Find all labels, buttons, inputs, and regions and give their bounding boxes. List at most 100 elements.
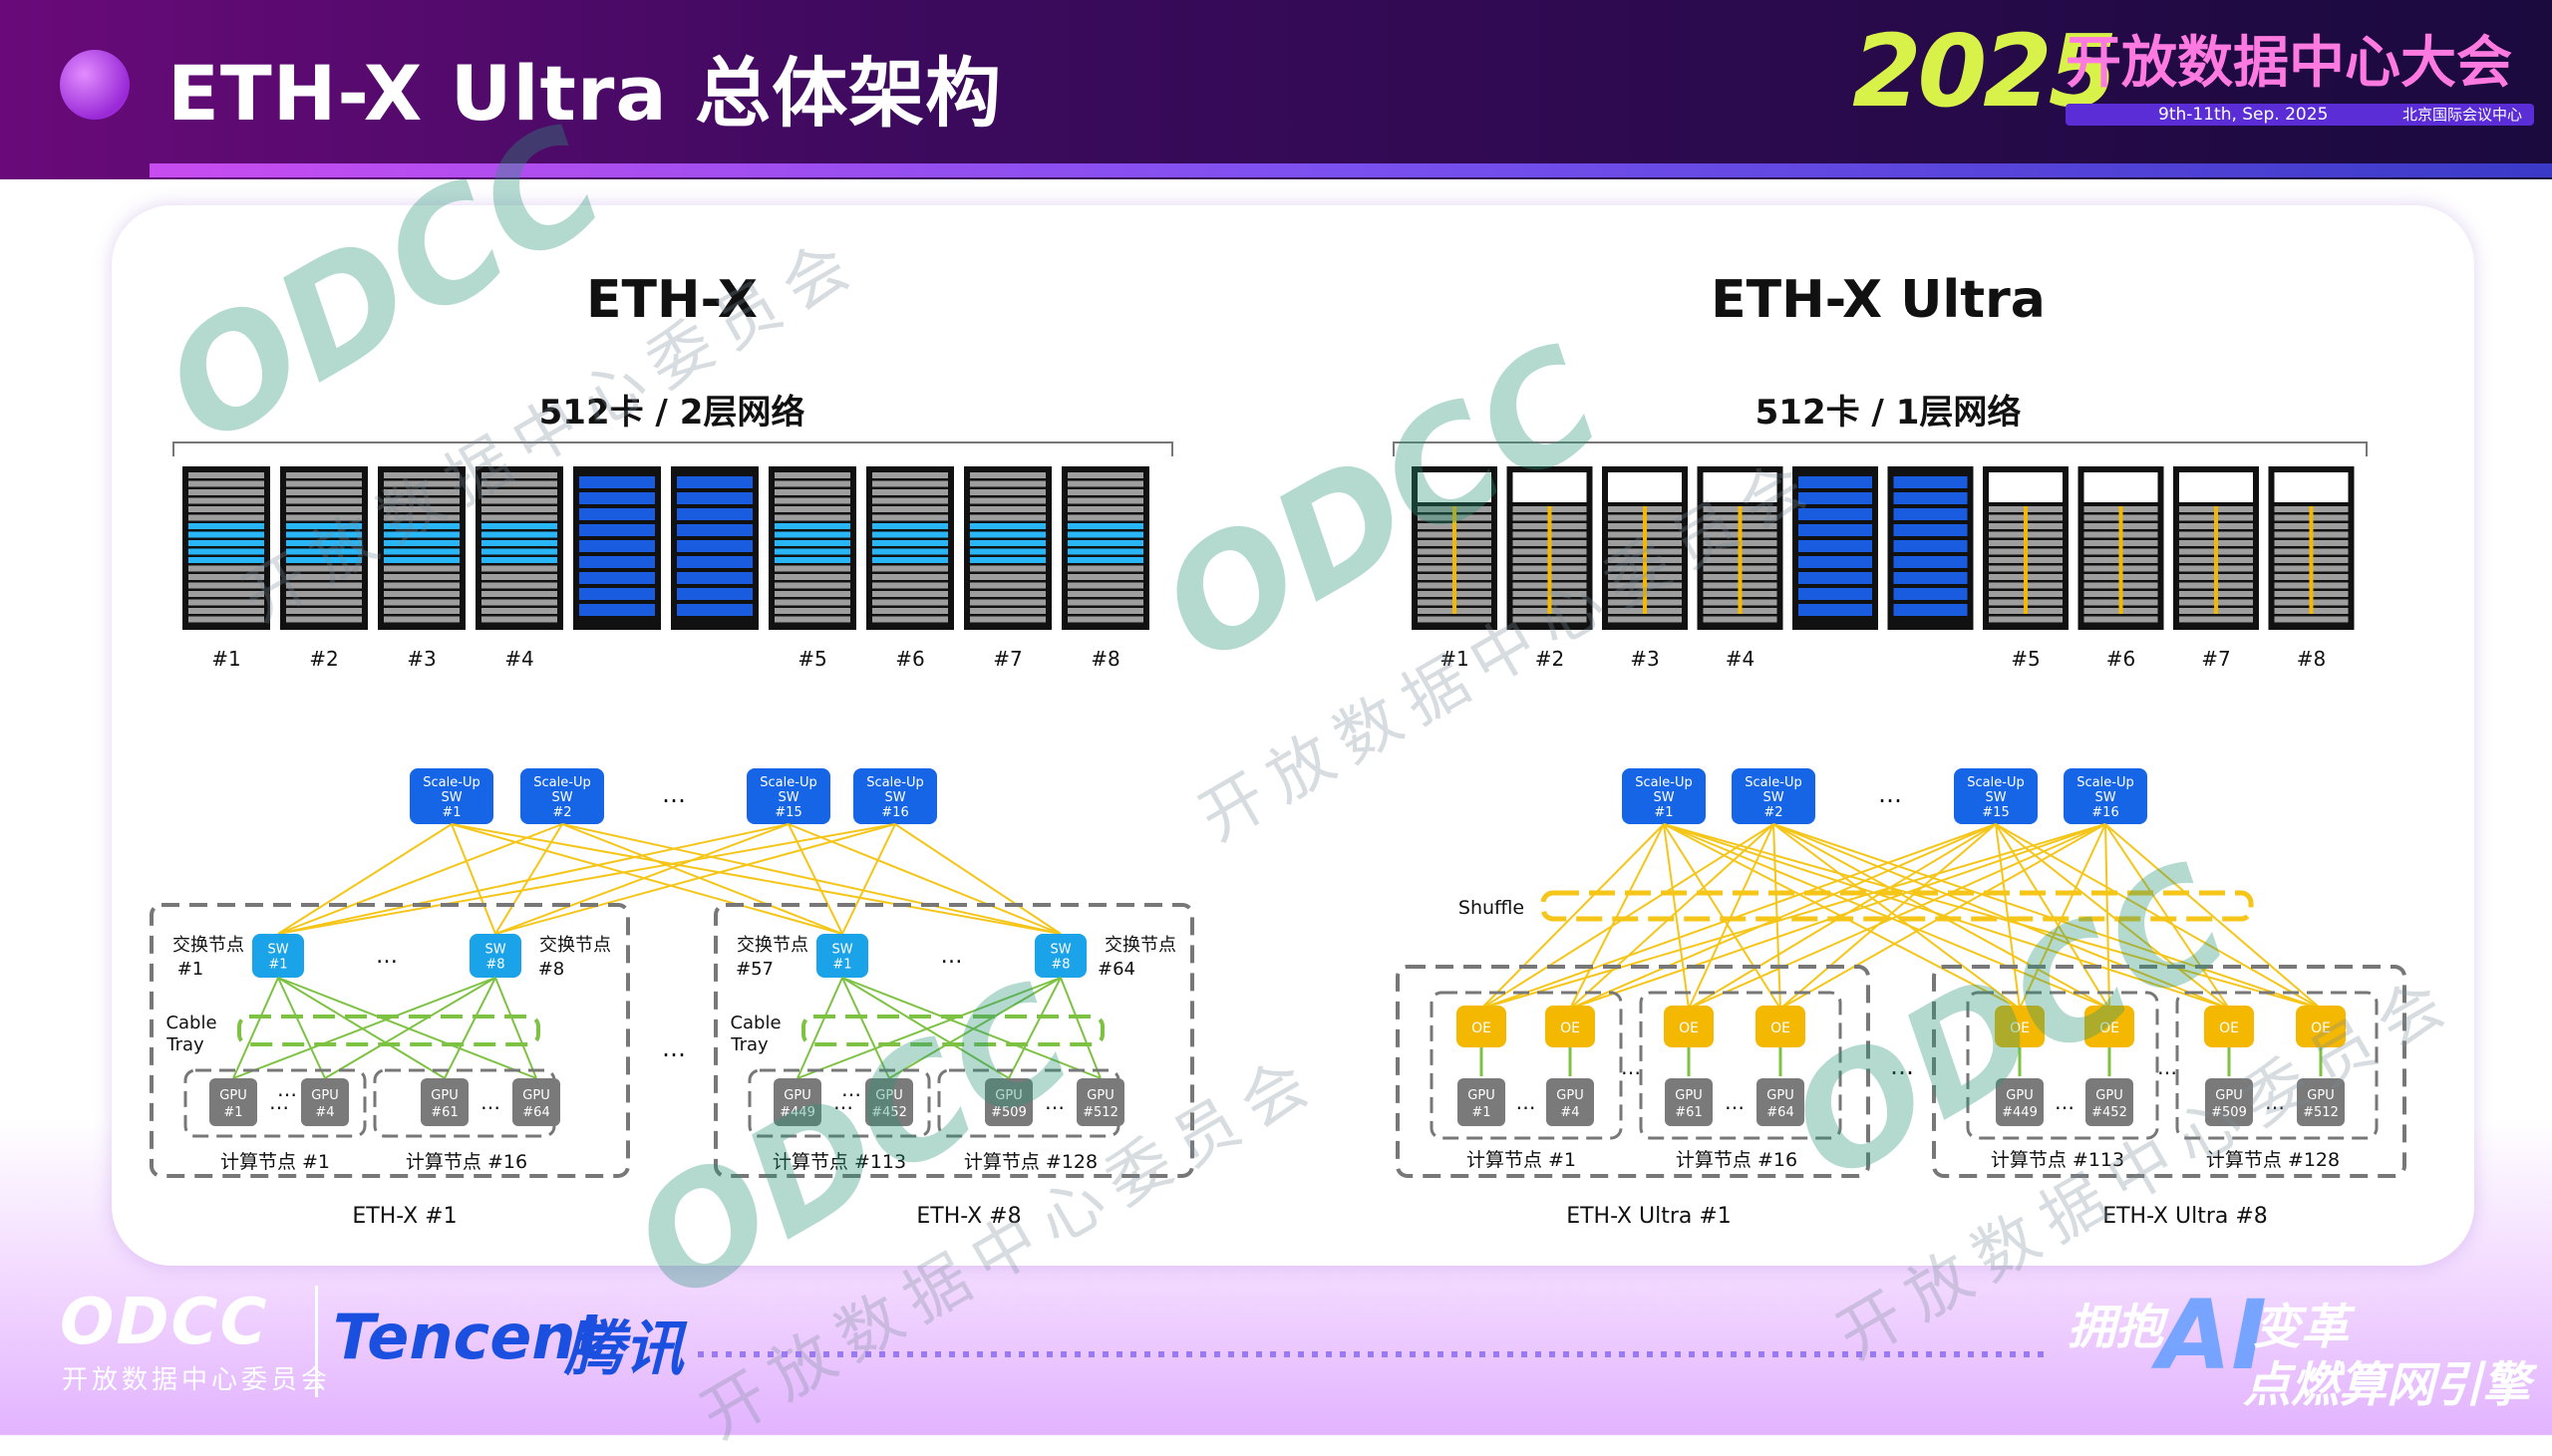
rack-empty-slot (2274, 472, 2349, 502)
rack-gpu-slot (872, 497, 948, 504)
rack-switch-slot (579, 540, 655, 552)
leaf-switch-label: #8 (485, 958, 504, 973)
oe-label: OE (1560, 1020, 1580, 1036)
gpu-label: #64 (522, 1105, 549, 1120)
rack-gpu-slot (970, 548, 1046, 555)
rack-gpu-slot (188, 489, 264, 495)
rack-gpu-slot (286, 591, 362, 597)
network-group-frame (714, 903, 1194, 1178)
rack-gpu-slot (188, 565, 264, 572)
rack-gpu-slot (970, 480, 1046, 487)
oe-label: OE (2219, 1020, 2239, 1036)
conference-info-bar (2066, 104, 2534, 126)
rack-gpu-slot (775, 565, 850, 572)
rack-gpu-slot (384, 489, 460, 495)
rack-switch-slot (1798, 476, 1872, 488)
rack-gpu-slot (872, 531, 948, 538)
leaf-switch (470, 934, 521, 978)
rack-gpu-slot (286, 489, 362, 495)
scaleup-link (1480, 823, 1774, 1010)
rack-switch-slot (1893, 508, 1968, 520)
rack-gpu-slot (775, 608, 850, 614)
leaf-switch-label: #1 (832, 958, 851, 973)
rack-gpu-slot (872, 489, 948, 495)
scaleup-link (1772, 823, 2322, 1010)
gpu-label: GPU (522, 1088, 549, 1103)
rack-optical-link (2024, 506, 2028, 614)
compute-node-frame (1430, 991, 1623, 1140)
tray-link (232, 977, 496, 1079)
rack-gpu-slot (1512, 616, 1587, 623)
left-rack-label: #7 (993, 647, 1022, 671)
scaleup-switch-label: SW (1762, 790, 1783, 805)
tray-link (1060, 977, 1102, 1079)
gpu-label: GPU (995, 1088, 1022, 1103)
rack-switch-slot (1798, 524, 1872, 536)
gpu-label: #512 (2303, 1105, 2339, 1120)
gpu-box (1546, 1078, 1594, 1126)
rack-optical-link (1643, 506, 1647, 614)
rack-switch-slot (1893, 540, 1968, 552)
rack-gpu-slot (970, 472, 1046, 478)
footer-dotted-line (698, 1351, 2044, 1357)
rack-switch-slot (579, 604, 655, 616)
rack-gpu-slot (872, 565, 948, 572)
gpu-label: #449 (780, 1105, 815, 1120)
oe-module (2296, 1006, 2346, 1047)
compute-node-label: 计算节点 #16 (406, 1151, 527, 1173)
ellipsis: … (269, 1090, 289, 1114)
rack-gpu-slot (188, 480, 264, 487)
rack-gpu-slot (1068, 506, 1143, 512)
rack-gpu-slot (775, 591, 850, 597)
ellipsis: … (1878, 780, 1902, 808)
compute-node-frame (748, 1068, 931, 1138)
header-accent-line (150, 163, 2552, 177)
rack-switch-slot (1798, 556, 1872, 568)
rack-optical-link (1452, 506, 1456, 614)
rack-switch-slot (579, 588, 655, 600)
rack-gpu-slot (384, 557, 460, 563)
rack-gpu-slot (1989, 616, 2063, 623)
rack-gpu-slot (286, 514, 362, 521)
gpu-label: GPU (219, 1088, 246, 1103)
rack-gpu-slot (1068, 514, 1143, 521)
rack-gpu-slot (481, 472, 557, 478)
tray-link (1008, 977, 1062, 1079)
rack-gpu-slot (775, 489, 850, 495)
rack-gpu-slot (970, 514, 1046, 521)
oe-label: OE (2311, 1020, 2331, 1036)
switch-node-number: #8 (538, 959, 565, 980)
rack-gpu-slot (481, 523, 557, 529)
group-caption: ETH-X #8 (916, 1204, 1021, 1229)
rack-gpu-slot (872, 616, 948, 623)
rack-optical-link (1738, 506, 1743, 614)
rack-switch-slot (1798, 588, 1872, 600)
rack-switch-slot (579, 524, 655, 536)
rack-gpu-slot (775, 523, 850, 529)
scaleup-link (277, 823, 790, 935)
scaleup-link (277, 823, 563, 935)
rack-gpu-slot (872, 557, 948, 563)
rack-gpu-slot (775, 497, 850, 504)
rack-gpu-slot (1068, 557, 1143, 563)
rack-gpu-slot (970, 616, 1046, 623)
cable-tray-label: Tray (730, 1034, 769, 1055)
rack-gpu-slot (872, 591, 948, 597)
scaleup-link (1688, 823, 1997, 1010)
conference-venue: 北京国际会议中心 (2402, 106, 2523, 124)
ellipsis: … (480, 1090, 500, 1114)
gpu-label: #452 (2091, 1105, 2127, 1120)
tray-link (277, 977, 446, 1079)
gpu-box (1996, 1078, 2044, 1126)
scaleup-link (1663, 823, 1690, 1010)
rack-gpu-slot (872, 480, 948, 487)
rack-gpu-slot (970, 523, 1046, 529)
rack-gpu-slot (188, 574, 264, 580)
leaf-switch-label: SW (1050, 943, 1071, 958)
rack-gpu-slot (2274, 616, 2349, 623)
oe-module (1456, 1006, 1506, 1047)
rack-gpu-slot (384, 472, 460, 478)
rack-gpu-slot (188, 557, 264, 563)
rack-gpu-slot (775, 506, 850, 512)
ellipsis: … (841, 1077, 861, 1101)
